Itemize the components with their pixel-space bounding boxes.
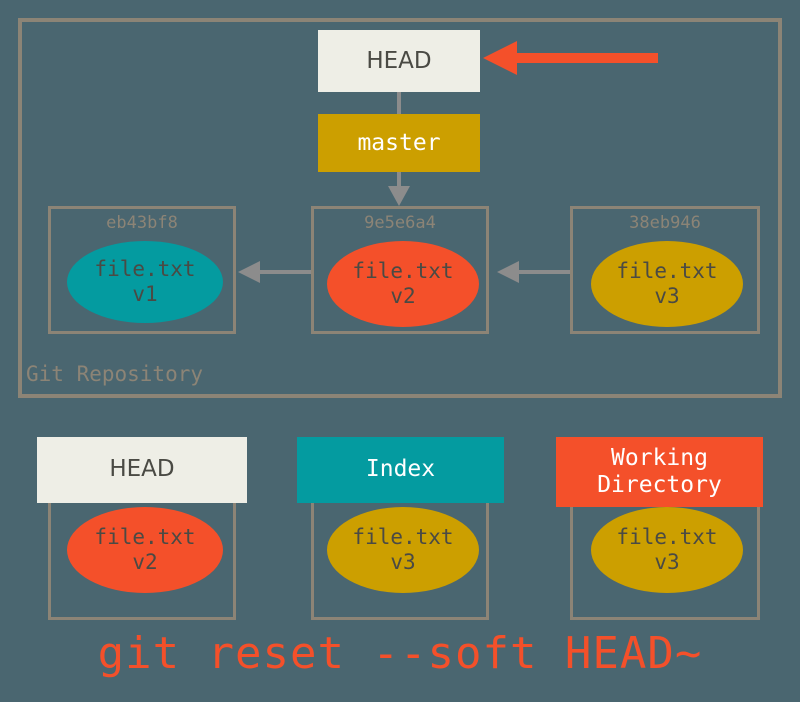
commit-blob-9e5e6a4: file.txt v2 [327, 241, 479, 327]
command-caption: git reset --soft HEAD~ [97, 628, 703, 679]
area-title-line1: Working [611, 444, 708, 471]
commit2-to-commit1-line [260, 270, 312, 274]
blob-file-name: file.txt [616, 258, 718, 283]
commit3-to-commit2-line [519, 270, 571, 274]
commit-blob-38eb946: file.txt v3 [591, 241, 743, 327]
blob-version: v1 [132, 282, 158, 306]
commit-cell-eb43bf8: eb43bf8 file.txt v1 [48, 206, 236, 334]
master-to-commit-arrowhead-icon [388, 186, 410, 206]
commit-cell-9e5e6a4: 9e5e6a4 file.txt v2 [311, 206, 489, 334]
commit-cell-38eb946: 38eb946 file.txt v3 [570, 206, 760, 334]
blob-file-name: file.txt [352, 524, 454, 549]
commit-blob-eb43bf8: file.txt v1 [67, 241, 223, 323]
blob-version: v3 [390, 550, 416, 574]
master-to-commit-connector [397, 172, 401, 190]
head-pointer-box: HEAD [318, 30, 480, 92]
area-title-index: Index [297, 437, 504, 503]
blob-file-name: file.txt [94, 256, 196, 281]
blob-version: v3 [654, 284, 680, 308]
area-blob-working-directory: file.txt v3 [591, 507, 743, 593]
blob-version: v2 [132, 550, 158, 574]
blob-version: v2 [390, 284, 416, 308]
master-branch-box: master [318, 114, 480, 172]
blob-file-name: file.txt [616, 524, 718, 549]
commit3-to-commit2-arrowhead-icon [497, 261, 519, 283]
area-blob-index: file.txt v3 [327, 507, 479, 593]
area-title-line2: Directory [597, 472, 722, 498]
blob-version: v3 [654, 550, 680, 574]
commit-sha-label: eb43bf8 [106, 213, 178, 233]
git-repository-frame [18, 18, 782, 398]
callout-arrow-head-icon [483, 41, 517, 75]
head-to-master-connector [397, 92, 401, 114]
callout-arrow-shaft [515, 53, 658, 63]
area-title-head: HEAD [37, 437, 247, 503]
area-frame-working-directory: file.txt v3 [570, 470, 760, 620]
blob-file-name: file.txt [352, 258, 454, 283]
area-title-working-directory: Working Directory [556, 437, 763, 507]
commit-sha-label: 38eb946 [629, 213, 701, 233]
area-frame-head: 9e5e6a4 file.txt v2 [48, 470, 236, 620]
git-repository-label: Git Repository [26, 362, 204, 386]
area-blob-head: file.txt v2 [67, 507, 223, 593]
blob-file-name: file.txt [94, 524, 196, 549]
commit-sha-label: 9e5e6a4 [364, 213, 436, 233]
commit2-to-commit1-arrowhead-icon [238, 261, 260, 283]
